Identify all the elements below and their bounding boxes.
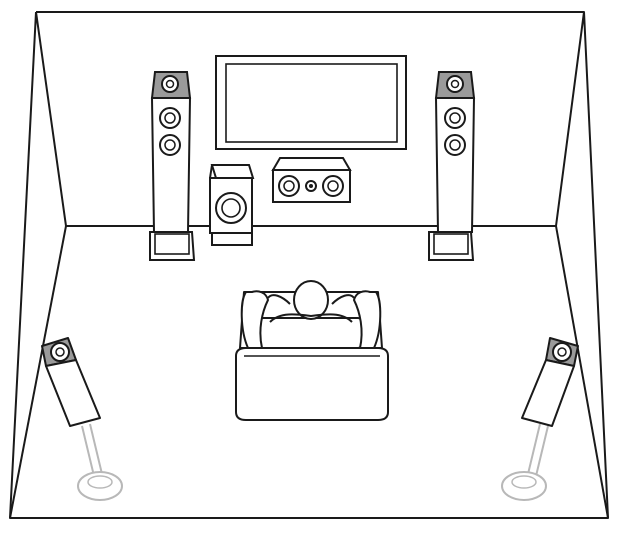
- surround-right-speaker-icon: [501, 337, 579, 501]
- subwoofer-icon: [209, 164, 255, 246]
- room-outline-icon: [9, 11, 609, 519]
- front-left-speaker-icon: [149, 71, 196, 261]
- front-right-speaker-icon: [428, 71, 476, 261]
- tv-screen-icon: [215, 55, 407, 150]
- surround-left-speaker-icon: [41, 337, 123, 501]
- listener-sofa-icon: [235, 280, 389, 421]
- center-speaker-icon: [271, 157, 352, 203]
